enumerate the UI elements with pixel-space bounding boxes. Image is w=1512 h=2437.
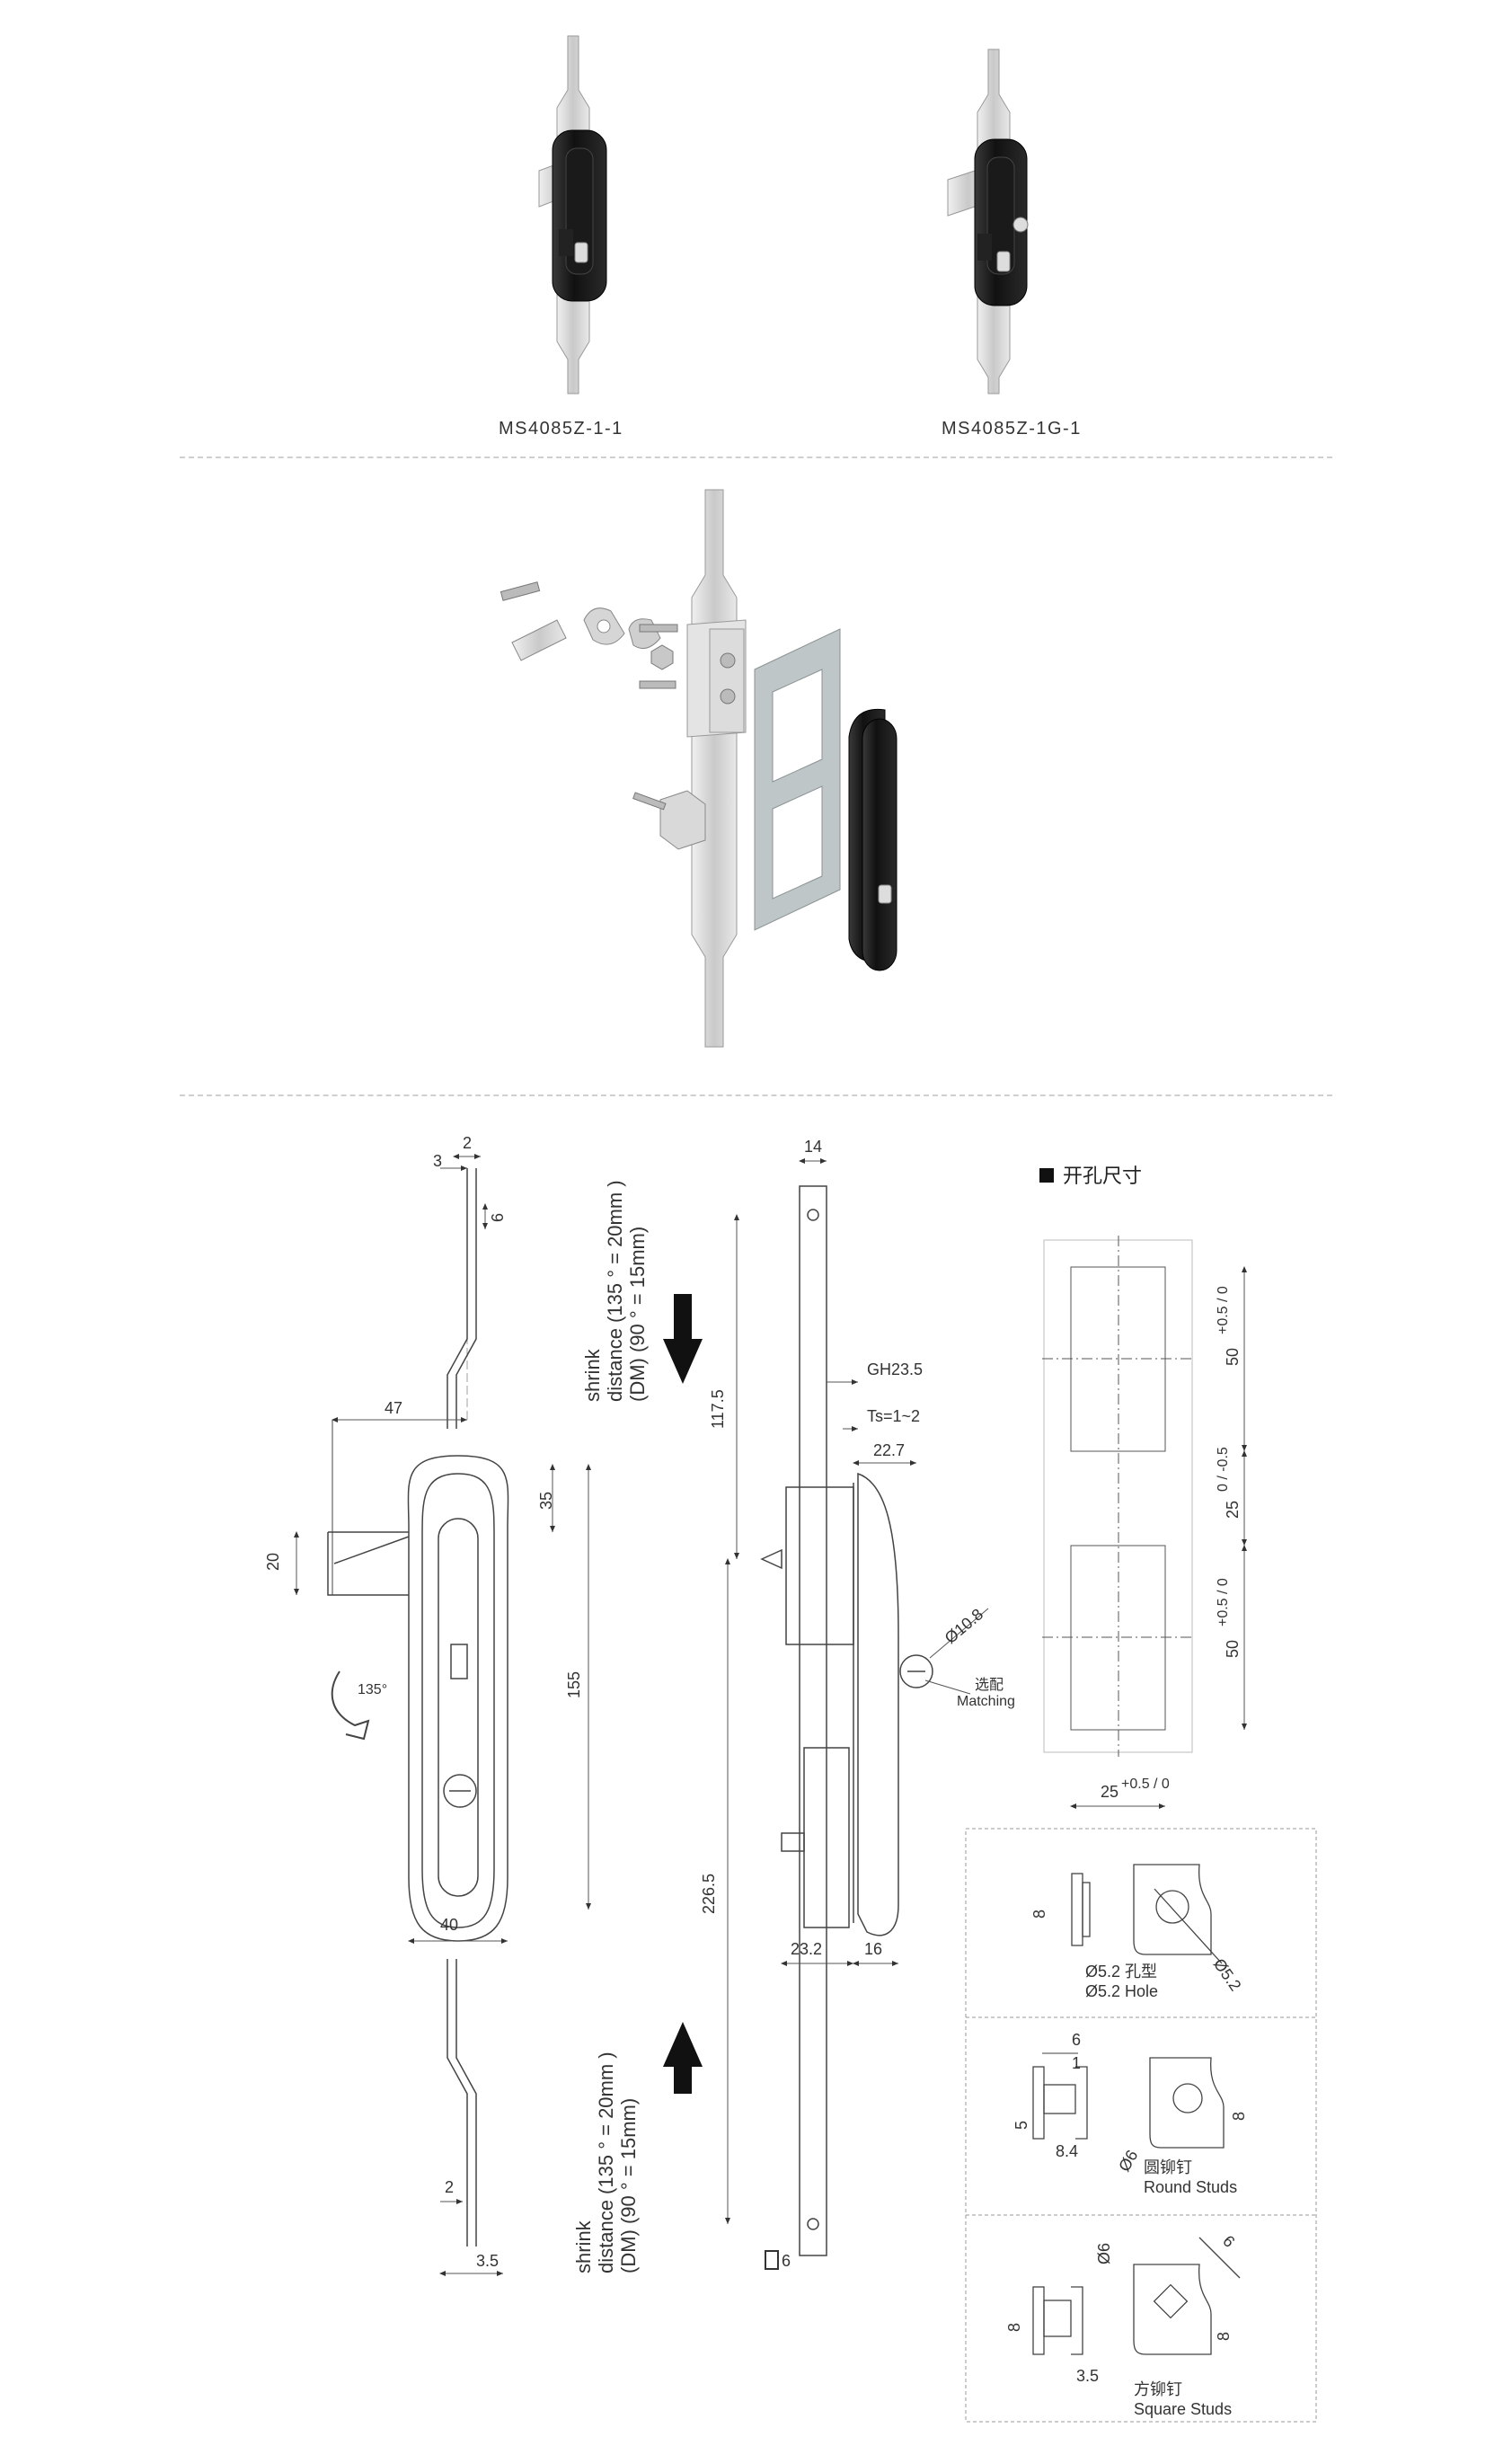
round-dim-8: 8	[1230, 2112, 1248, 2121]
mounting-options-box	[965, 1828, 1317, 2423]
dim-10-8: Ø10.8	[942, 1605, 986, 1647]
svg-text:(DM) (90 ° = 15mm): (DM) (90 ° = 15mm)	[617, 2098, 640, 2273]
svg-text:shrink: shrink	[572, 2220, 595, 2273]
hole-label-cn: Ø5.2 孔型	[1085, 1963, 1157, 1981]
dim-155: 155	[565, 1671, 583, 1698]
round-dim-1: 1	[1072, 2054, 1081, 2072]
cutout-dim-25h: 25	[1101, 1783, 1119, 1801]
optional-cn: 选配	[975, 1677, 1004, 1693]
square-dim-8-right: 8	[1215, 2332, 1233, 2341]
round-label-cn: 圆铆钉	[1144, 2158, 1192, 2176]
dim-2-top: 2	[463, 1134, 472, 1152]
shrink-note-top: shrink distance (135 ° = 20mm ) (DM) (90…	[581, 1180, 649, 1402]
front-view-drawing	[327, 1168, 509, 2246]
divider-top	[180, 456, 1332, 458]
side-view-drawing	[760, 1185, 933, 2256]
dim-117-5: 117.5	[709, 1389, 727, 1429]
svg-text:(DM) (90 ° = 15mm): (DM) (90 ° = 15mm)	[626, 1227, 649, 1402]
round-dim-6: 6	[1072, 2031, 1081, 2049]
round-dim-8-4: 8.4	[1056, 2142, 1078, 2160]
dim-6-square: 6	[782, 2252, 791, 2270]
optional-en: Matching	[957, 1694, 1015, 1709]
dim-20: 20	[264, 1553, 282, 1571]
svg-text:distance (135 ° = 20mm ): distance (135 ° = 20mm )	[595, 2052, 617, 2273]
divider-middle	[180, 1094, 1332, 1096]
product-photo-2	[947, 49, 1029, 394]
square-label-cn: 方铆钉	[1134, 2380, 1182, 2398]
mount-square-stud-drawing	[1032, 2237, 1241, 2355]
dim-226-5: 226.5	[700, 1874, 718, 1914]
dim-14: 14	[804, 1138, 822, 1156]
dim-40: 40	[440, 1916, 458, 1934]
svg-text:shrink: shrink	[581, 1348, 604, 1402]
front-view-dimensions	[294, 1154, 591, 2276]
round-dim-d6: Ø6	[1115, 2147, 1141, 2175]
product-caption-2: MS4085Z-1G-1	[942, 419, 1082, 439]
cutout-drawing	[1042, 1236, 1247, 1809]
dim-3: 3	[433, 1152, 442, 1170]
square-dim-8-left: 8	[1005, 2323, 1023, 2332]
dim-16: 16	[864, 1940, 882, 1958]
product-photo-1	[538, 35, 607, 394]
cutout-dim-50b-tol: +0.5 / 0	[1216, 1578, 1231, 1626]
dim-47: 47	[385, 1399, 402, 1417]
cutout-dim-25h-tol: +0.5 / 0	[1121, 1777, 1170, 1792]
svg-text:distance (135 ° = 20mm ): distance (135 ° = 20mm )	[604, 1180, 626, 1402]
dim-gh23-5: GH23.5	[867, 1360, 923, 1378]
dim-ts: Ts=1~2	[867, 1407, 920, 1425]
cutout-dim-50a: 50	[1224, 1348, 1242, 1366]
square-dim-d6: Ø6	[1095, 2243, 1113, 2264]
square-dim-3-5: 3.5	[1076, 2367, 1099, 2385]
dim-angle-135: 135°	[358, 1682, 387, 1697]
hole-dim-5-2: Ø5.2	[1210, 1955, 1245, 1994]
dim-23-2: 23.2	[791, 1940, 822, 1958]
cutout-title-marker	[1039, 1168, 1054, 1183]
round-label-en: Round Studs	[1144, 2178, 1237, 2196]
square-symbol	[765, 2250, 779, 2270]
hole-dim-8: 8	[1030, 1910, 1048, 1919]
dim-6: 6	[489, 1213, 507, 1222]
shrink-note-bottom: shrink distance (135 ° = 20mm ) (DM) (90…	[572, 2052, 640, 2273]
dim-35: 35	[537, 1492, 555, 1510]
square-dim-6: 6	[1219, 2232, 1238, 2251]
cutout-dim-25v: 25	[1224, 1501, 1242, 1519]
cutout-title: 开孔尺寸	[1063, 1165, 1142, 1187]
product-caption-1: MS4085Z-1-1	[499, 419, 623, 439]
hole-label-en: Ø5.2 Hole	[1085, 1982, 1158, 2000]
exploded-view	[500, 489, 897, 1048]
cutout-dim-50b: 50	[1224, 1640, 1242, 1658]
side-view-dimensions	[725, 1158, 989, 2224]
cutout-dim-25v-tol: 0 / -0.5	[1216, 1447, 1231, 1492]
shrink-arrow-up	[663, 2022, 703, 2094]
mount-hole-drawing	[1071, 1864, 1223, 1964]
cutout-dim-50a-tol: +0.5 / 0	[1216, 1286, 1231, 1334]
mount-round-stud-drawing	[1032, 2052, 1225, 2149]
dim-2-bottom: 2	[445, 2178, 454, 2196]
square-label-en: Square Studs	[1134, 2400, 1232, 2418]
dim-22-7: 22.7	[873, 1441, 905, 1459]
round-dim-5: 5	[1012, 2121, 1030, 2130]
dim-3-5: 3.5	[476, 2252, 499, 2270]
shrink-arrow-down	[663, 1294, 703, 1384]
